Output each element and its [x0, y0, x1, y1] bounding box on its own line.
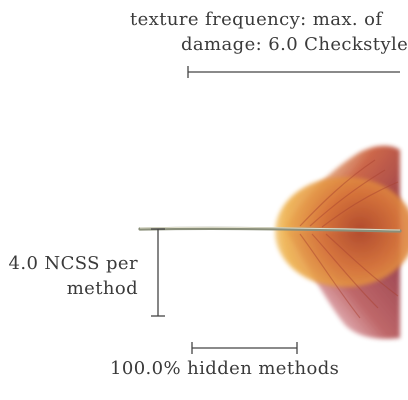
ncss-label-line2: method [66, 278, 138, 299]
hidden-methods-label: 100.0% hidden methods [110, 358, 340, 379]
texture-frequency-label: texture frequency: max. of [130, 9, 383, 30]
damage-label: damage: 6.0 Checkstyle [181, 34, 408, 55]
ncss-rule [151, 228, 165, 317]
hidden-methods-rule [191, 342, 298, 354]
feather-core-glow [275, 177, 408, 287]
texture-frequency-rule [187, 66, 400, 78]
ncss-label-line1: 4.0 NCSS per [8, 253, 138, 274]
feather-barbs [299, 159, 399, 319]
